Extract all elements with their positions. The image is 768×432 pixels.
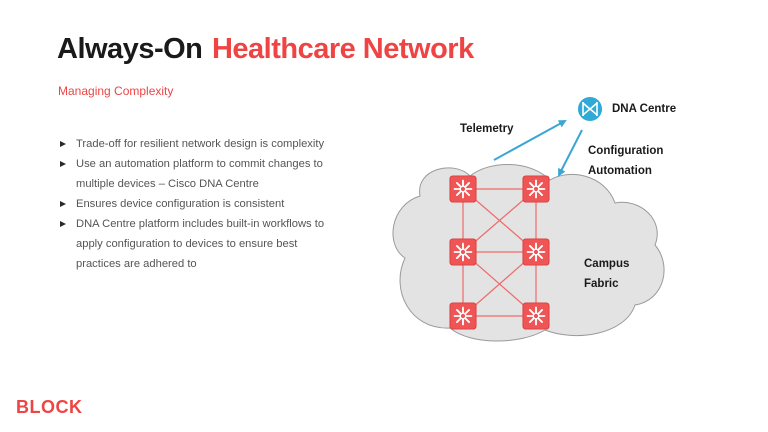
bullet-text: Use an automation platform to commit cha… [76,158,323,190]
bullet-arrow-icon [60,221,66,227]
campus-label: Campus [584,258,630,270]
bullet-text: Trade-off for resilient network design i… [76,138,325,150]
telemetry-label: Telemetry [460,123,514,135]
bullet-arrow-icon [60,201,66,207]
page-title: Always-On Healthcare Network [57,31,474,67]
configuration-label: Configuration [588,145,664,157]
network-switch-icon [449,302,477,330]
telemetry-arrow [493,120,567,161]
dna-centre-icon [578,97,602,121]
network-switch-icon [449,175,477,203]
block-logo: BLOCK [16,397,83,417]
dna-centre-label: DNA Centre [612,103,677,115]
bullet-item: DNA Centre platform includes built-in wo… [60,214,325,274]
bullet-item: Trade-off for resilient network design i… [60,134,325,154]
network-switch-icon [522,302,550,330]
bullet-list: Trade-off for resilient network design i… [60,134,325,274]
network-switch-icon [449,238,477,266]
network-switch-icon [522,175,550,203]
bullet-arrow-icon [60,161,66,167]
title-part-2: Healthcare Network [211,33,474,65]
network-switch-icon [522,238,550,266]
bullet-text: Ensures device configuration is consiste… [76,198,285,210]
fabric-label: Fabric [584,278,619,290]
bullet-arrow-icon [60,141,66,147]
bullet-item: Use an automation platform to commit cha… [60,154,325,194]
bullet-item: Ensures device configuration is consiste… [60,194,325,214]
title-part-1: Always-On [57,33,203,65]
configuration-arrow [558,129,583,177]
subtitle: Managing Complexity [58,84,174,98]
bullet-text: DNA Centre platform includes built-in wo… [76,218,325,270]
automation-label: Automation [588,165,652,177]
